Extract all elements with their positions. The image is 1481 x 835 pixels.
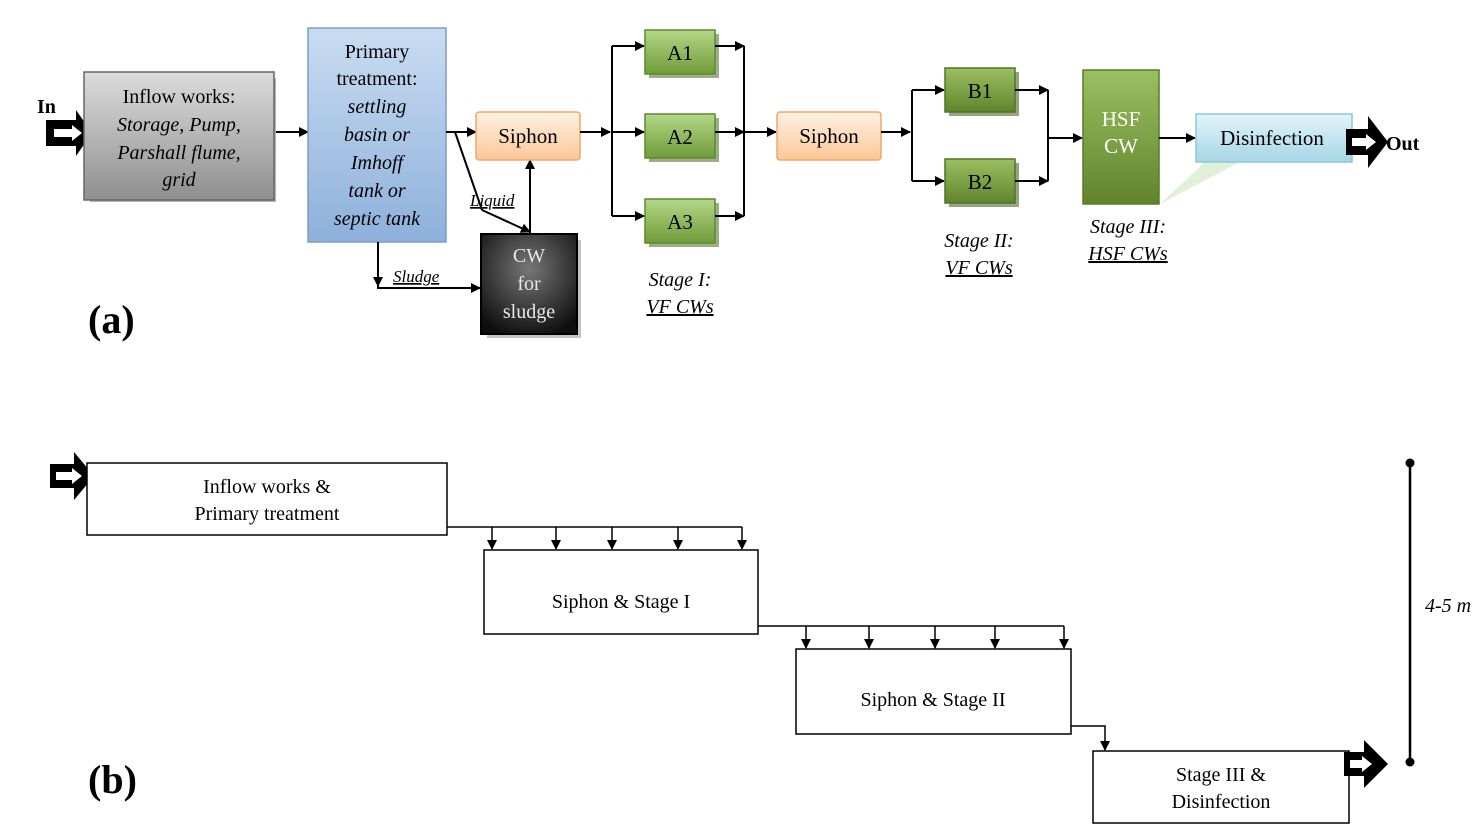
in-label: In bbox=[37, 96, 56, 118]
out-label: Out bbox=[1386, 133, 1420, 155]
inflow-line-2: Parshall flume, bbox=[116, 142, 240, 164]
box-siphon-stage1 bbox=[483, 549, 759, 635]
cw-sludge-line-2: for bbox=[517, 273, 541, 295]
cw-sludge-line-3: sludge bbox=[503, 301, 555, 323]
svg-text:B1: B1 bbox=[968, 79, 993, 103]
primary-line-2: treatment: bbox=[336, 68, 417, 90]
inflow-works-box bbox=[83, 71, 275, 201]
hsf-line-1: HSF bbox=[1102, 107, 1141, 131]
panel-b-label: (b) bbox=[88, 757, 137, 802]
panel-a-label: (a) bbox=[88, 297, 135, 342]
inlet-arrow-icon bbox=[50, 452, 94, 500]
primary-line-1: Primary bbox=[345, 41, 409, 63]
siphon-2-label: Siphon bbox=[799, 124, 859, 148]
outlet-arrow-icon bbox=[1344, 740, 1388, 788]
stage1-unit-a2: A2 bbox=[644, 113, 719, 162]
primary-italic-4: tank or bbox=[348, 180, 405, 202]
stage2-unit-b1: B1 bbox=[944, 67, 1019, 116]
stage1-unit-a3: A3 bbox=[644, 198, 719, 247]
disinfection-label: Disinfection bbox=[1220, 126, 1324, 150]
box3-label: Siphon & Stage II bbox=[861, 689, 1006, 711]
box-stage3-disinfection bbox=[1092, 750, 1350, 824]
stage1-caption-2: VF CWs bbox=[646, 296, 713, 318]
liquid-label: Liquid bbox=[469, 191, 515, 210]
stage2-caption-2: VF CWs bbox=[945, 257, 1012, 279]
hsf-cw-box bbox=[1082, 69, 1160, 205]
sludge-label: Sludge bbox=[393, 267, 440, 286]
stage3-caption-2: HSF CWs bbox=[1087, 243, 1168, 265]
disinfection-box bbox=[1195, 113, 1353, 163]
primary-treatment-box bbox=[307, 27, 447, 243]
stage3-caption-1: Stage III: bbox=[1090, 216, 1166, 238]
siphon-1-box bbox=[475, 111, 581, 161]
siphon-1-label: Siphon bbox=[498, 124, 558, 148]
hsf-line-2: CW bbox=[1104, 134, 1138, 158]
stage2-caption-1: Stage II: bbox=[944, 230, 1013, 252]
sludge-line bbox=[377, 242, 481, 293]
box1-line-2: Primary treatment bbox=[195, 503, 340, 525]
stage1-caption-1: Stage I: bbox=[649, 269, 712, 291]
liquid-line bbox=[481, 209, 531, 233]
inflow-title: Inflow works: bbox=[123, 86, 236, 108]
inflow-line-3: grid bbox=[162, 169, 196, 191]
primary-italic-3: Imhoff bbox=[350, 152, 406, 174]
primary-italic-5: septic tank bbox=[334, 208, 421, 230]
liquid-diagonal bbox=[454, 131, 483, 211]
height-label: 4-5 m bbox=[1425, 595, 1471, 617]
box2-label: Siphon & Stage I bbox=[552, 591, 690, 613]
box-siphon-stage2 bbox=[795, 648, 1072, 735]
svg-text:B2: B2 bbox=[968, 170, 993, 194]
box1-line-1: Inflow works & bbox=[203, 476, 331, 498]
primary-italic-2: basin or bbox=[344, 124, 410, 146]
box4-line-2: Disinfection bbox=[1172, 791, 1271, 813]
connector-stage2-stage3 bbox=[1071, 725, 1110, 751]
stage2-unit-b2: B2 bbox=[944, 158, 1019, 207]
box-inflow-primary bbox=[86, 462, 448, 536]
inflow-line-1: Storage, Pump, bbox=[117, 114, 241, 136]
svg-text:A1: A1 bbox=[667, 41, 693, 65]
cw-sludge-line-1: CW bbox=[513, 245, 545, 267]
box4-line-1: Stage III & bbox=[1176, 764, 1266, 786]
svg-text:A2: A2 bbox=[667, 125, 693, 149]
primary-italic-1: settling bbox=[348, 96, 407, 118]
svg-text:A3: A3 bbox=[667, 210, 693, 234]
out-arrow-icon bbox=[1346, 116, 1388, 168]
stage1-unit-a1: A1 bbox=[644, 29, 719, 78]
siphon-2-box bbox=[776, 111, 882, 161]
cw-sludge-box bbox=[480, 233, 578, 335]
